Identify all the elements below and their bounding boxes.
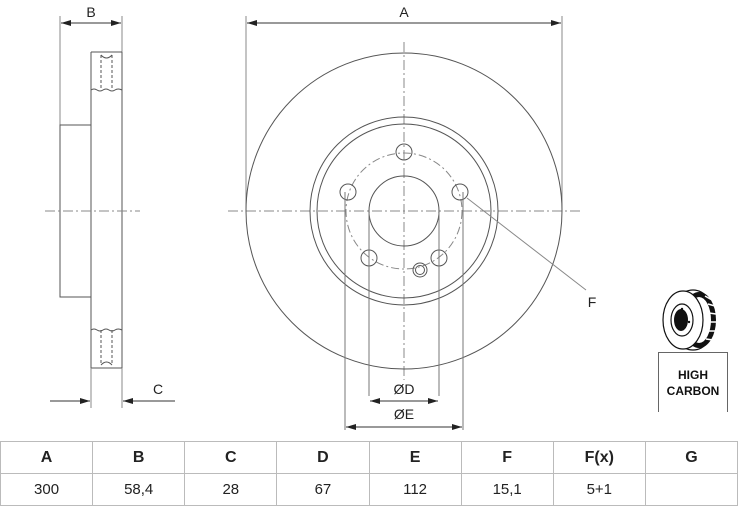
dimension-label-b: B [86,4,96,20]
dimension-label-c: C [152,381,164,397]
header-fx: F(x) [552,441,646,474]
header-e: E [368,441,462,474]
badge-line-1: HIGH [678,367,708,382]
header-b: B [92,441,186,474]
header-g: G [644,441,738,474]
header-c: C [184,441,278,474]
vented-disc-icon [662,289,717,351]
side-view [45,16,175,408]
spec-table: A B C D E F F(x) G 300 58,4 28 67 112 15… [0,441,738,506]
badge-line-2: CARBON [666,383,720,398]
value-f: 15,1 [460,473,554,506]
dimension-label-d: ØD [393,381,415,397]
value-g [644,473,738,506]
header-f: F [460,441,554,474]
value-b: 58,4 [92,473,186,506]
header-d: D [276,441,370,474]
brake-disc-technical-drawing [45,16,717,430]
value-a: 300 [0,473,94,506]
value-c: 28 [184,473,278,506]
value-d: 67 [276,473,370,506]
spec-header-row: A B C D E F F(x) G [0,441,738,474]
dimension-label-a: A [399,4,409,20]
high-carbon-badge: HIGH CARBON [658,352,728,412]
value-fx: 5+1 [552,473,646,506]
spec-value-row: 300 58,4 28 67 112 15,1 5+1 [0,473,738,506]
front-view [228,16,587,430]
dimension-label-e: ØE [393,406,415,422]
dimension-label-f: F [587,294,597,310]
header-a: A [0,441,94,474]
value-e: 112 [368,473,462,506]
